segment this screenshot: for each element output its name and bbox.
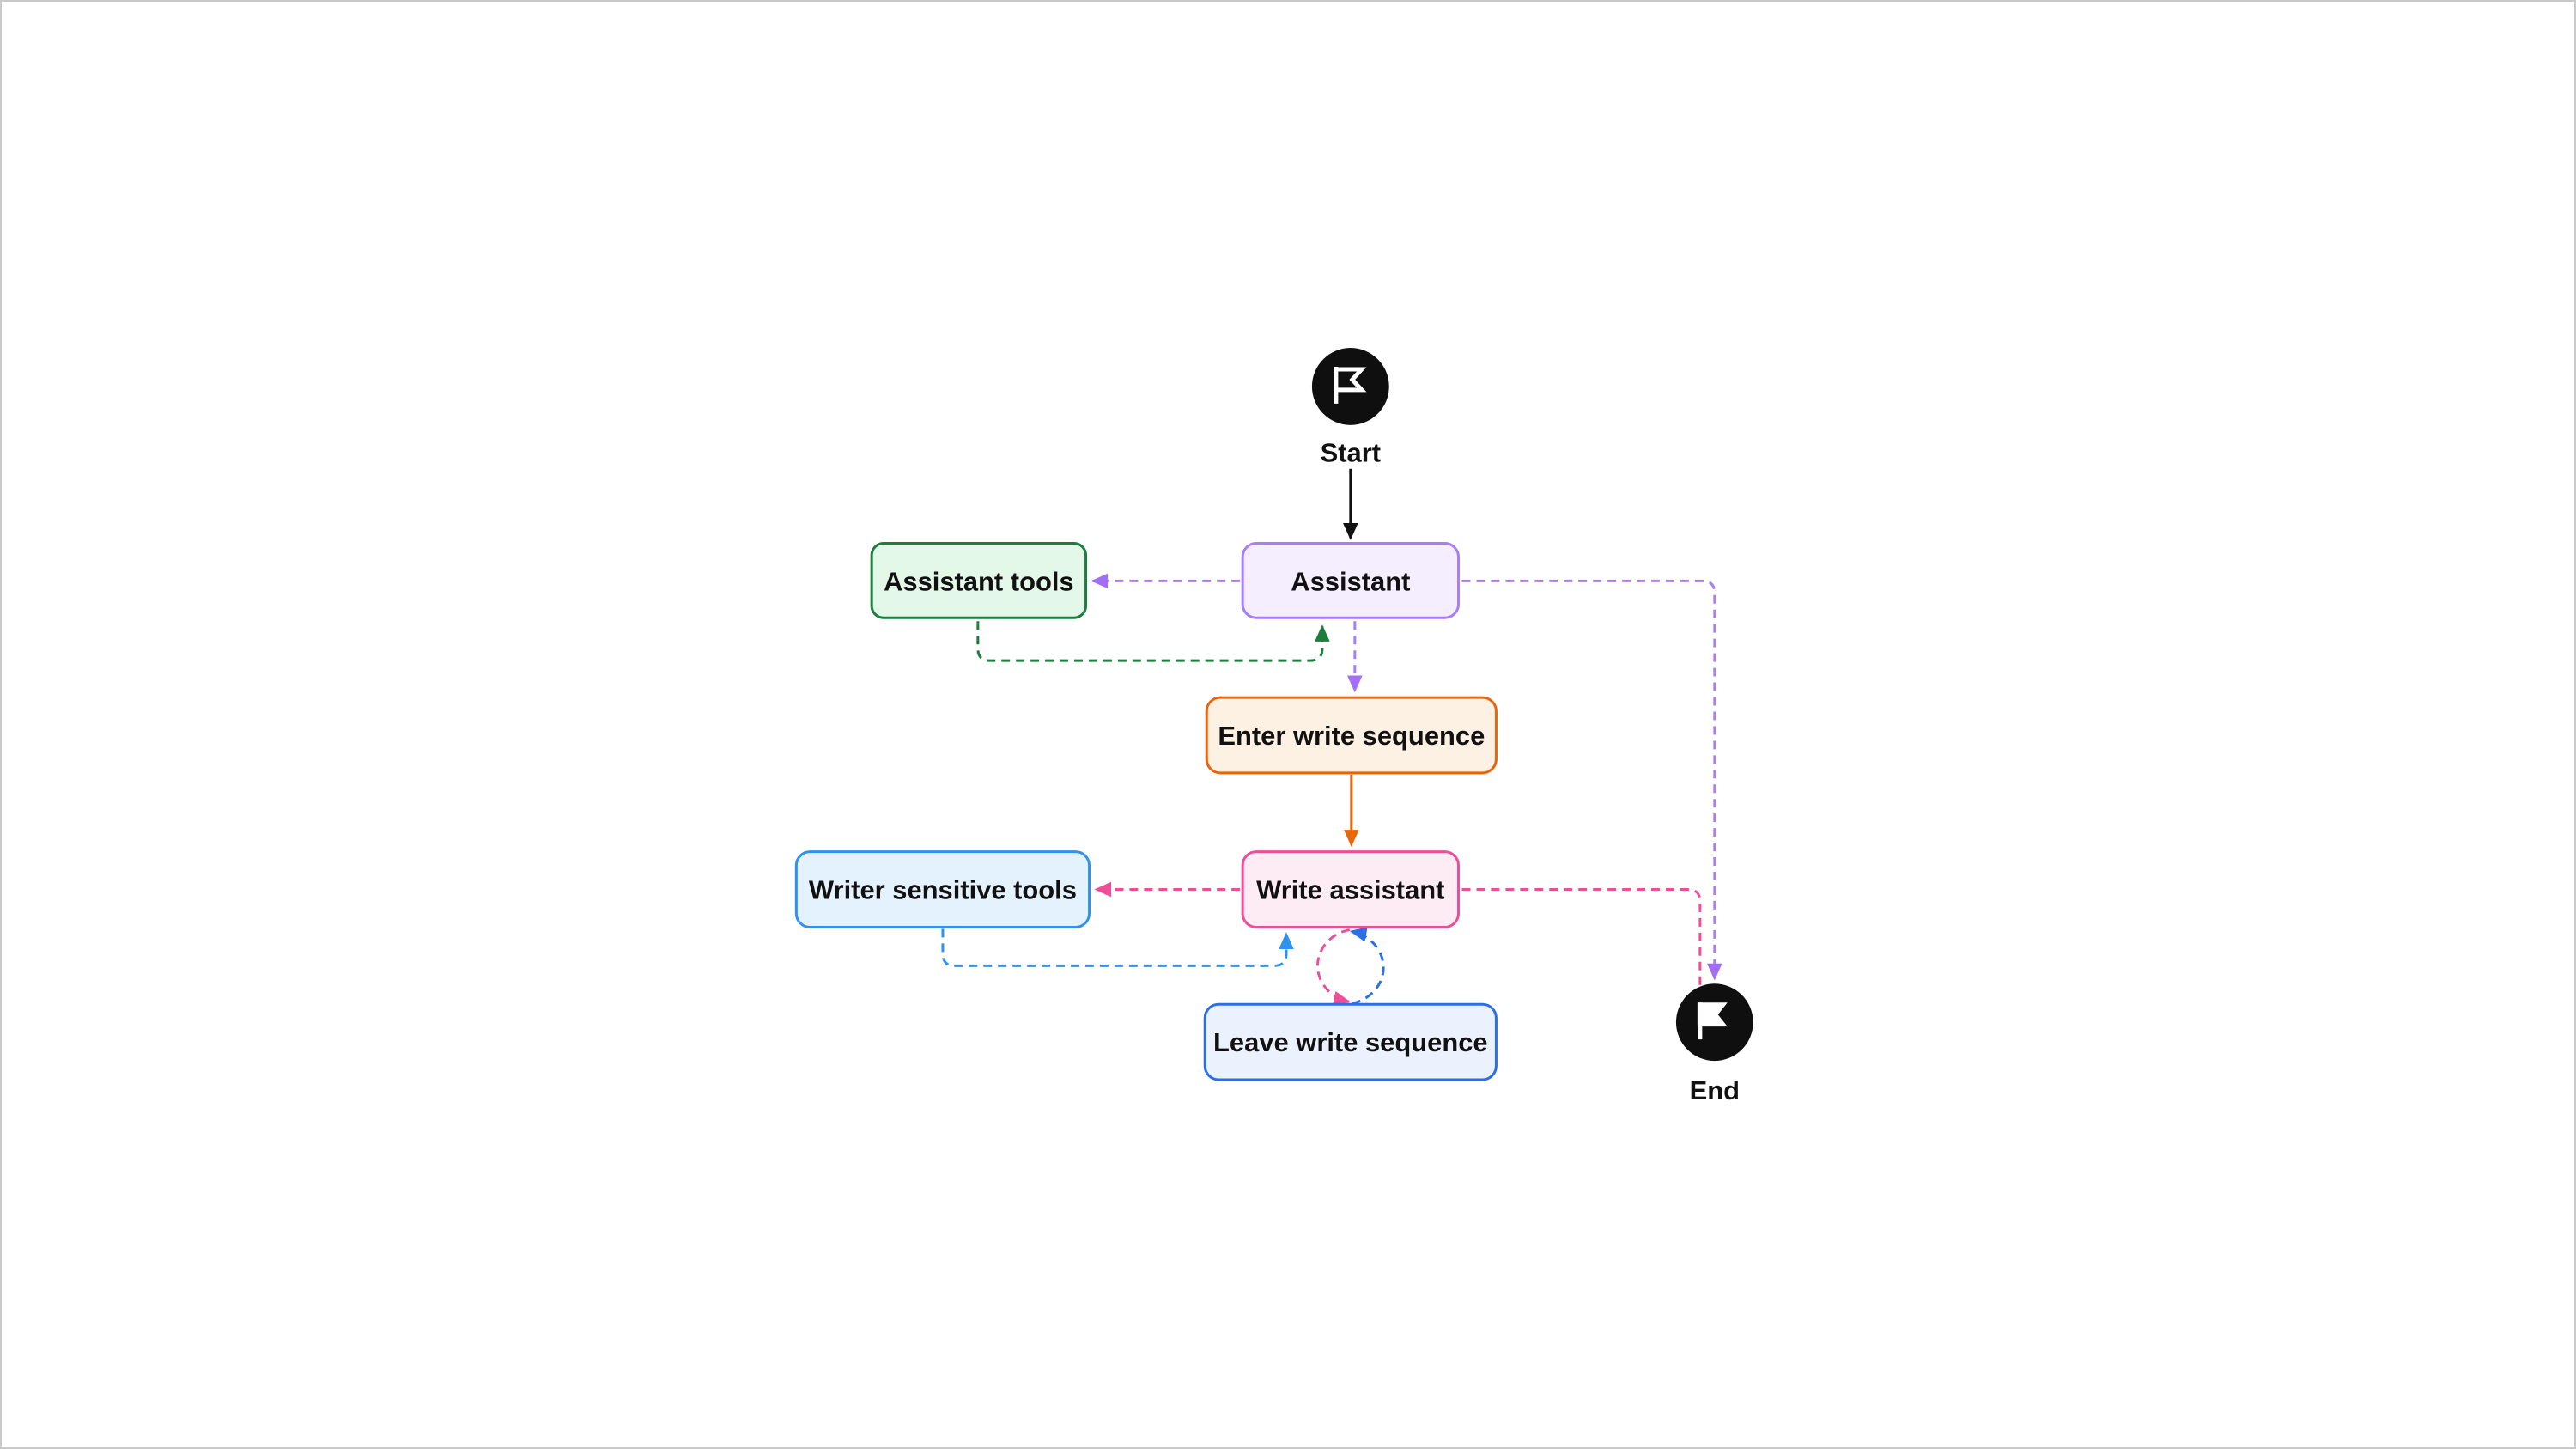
flag-icon <box>1697 1002 1728 1040</box>
edge-write-assistant-to-end <box>1461 888 1702 987</box>
node-assistant-tools: Assistant tools <box>870 542 1088 619</box>
writer-sensitive-tools-box <box>794 850 1091 928</box>
write-assistant-box <box>1241 850 1461 928</box>
node-writer-sensitive-tools: Writer sensitive tools <box>794 850 1091 928</box>
node-enter-write-sequence: Enter write sequence <box>1205 696 1498 775</box>
writer-sensitive-tools-label: Writer sensitive tools <box>809 875 1077 905</box>
assistant-label: Assistant <box>1291 566 1410 596</box>
end-label: End <box>1690 1075 1740 1105</box>
leave-write-sequence-label: Leave write sequence <box>1213 1027 1488 1057</box>
flag-icon <box>1334 366 1367 404</box>
edge-assistant-tools-to-assistant <box>976 621 1330 662</box>
assistant-box <box>1241 542 1461 619</box>
node-leave-write-sequence: Leave write sequence <box>1203 1002 1498 1081</box>
node-write-assistant: Write assistant <box>1241 850 1461 928</box>
leave-write-sequence-box <box>1203 1002 1498 1081</box>
edges <box>941 468 1722 1007</box>
start-circle <box>1311 348 1389 425</box>
edge-leave-write-sequence-to-write-assistant <box>1349 927 1385 1005</box>
assistant-tools-box <box>870 542 1088 619</box>
write-assistant-label: Write assistant <box>1256 875 1444 905</box>
edge-assistant-to-end <box>1461 579 1722 981</box>
enter-write-sequence-label: Enter write sequence <box>1218 721 1485 751</box>
edge-writer-sensitive-tools-to-write-assistant <box>941 928 1294 967</box>
edge-write-assistant-to-leave-write-sequence <box>1316 928 1351 1007</box>
enter-write-sequence-box <box>1205 696 1498 775</box>
assistant-tools-label: Assistant tools <box>884 566 1074 596</box>
start-label: Start <box>1321 438 1381 468</box>
node-end: End <box>1675 983 1753 1105</box>
node-start: Start <box>1311 348 1389 468</box>
node-assistant: Assistant <box>1241 542 1461 619</box>
